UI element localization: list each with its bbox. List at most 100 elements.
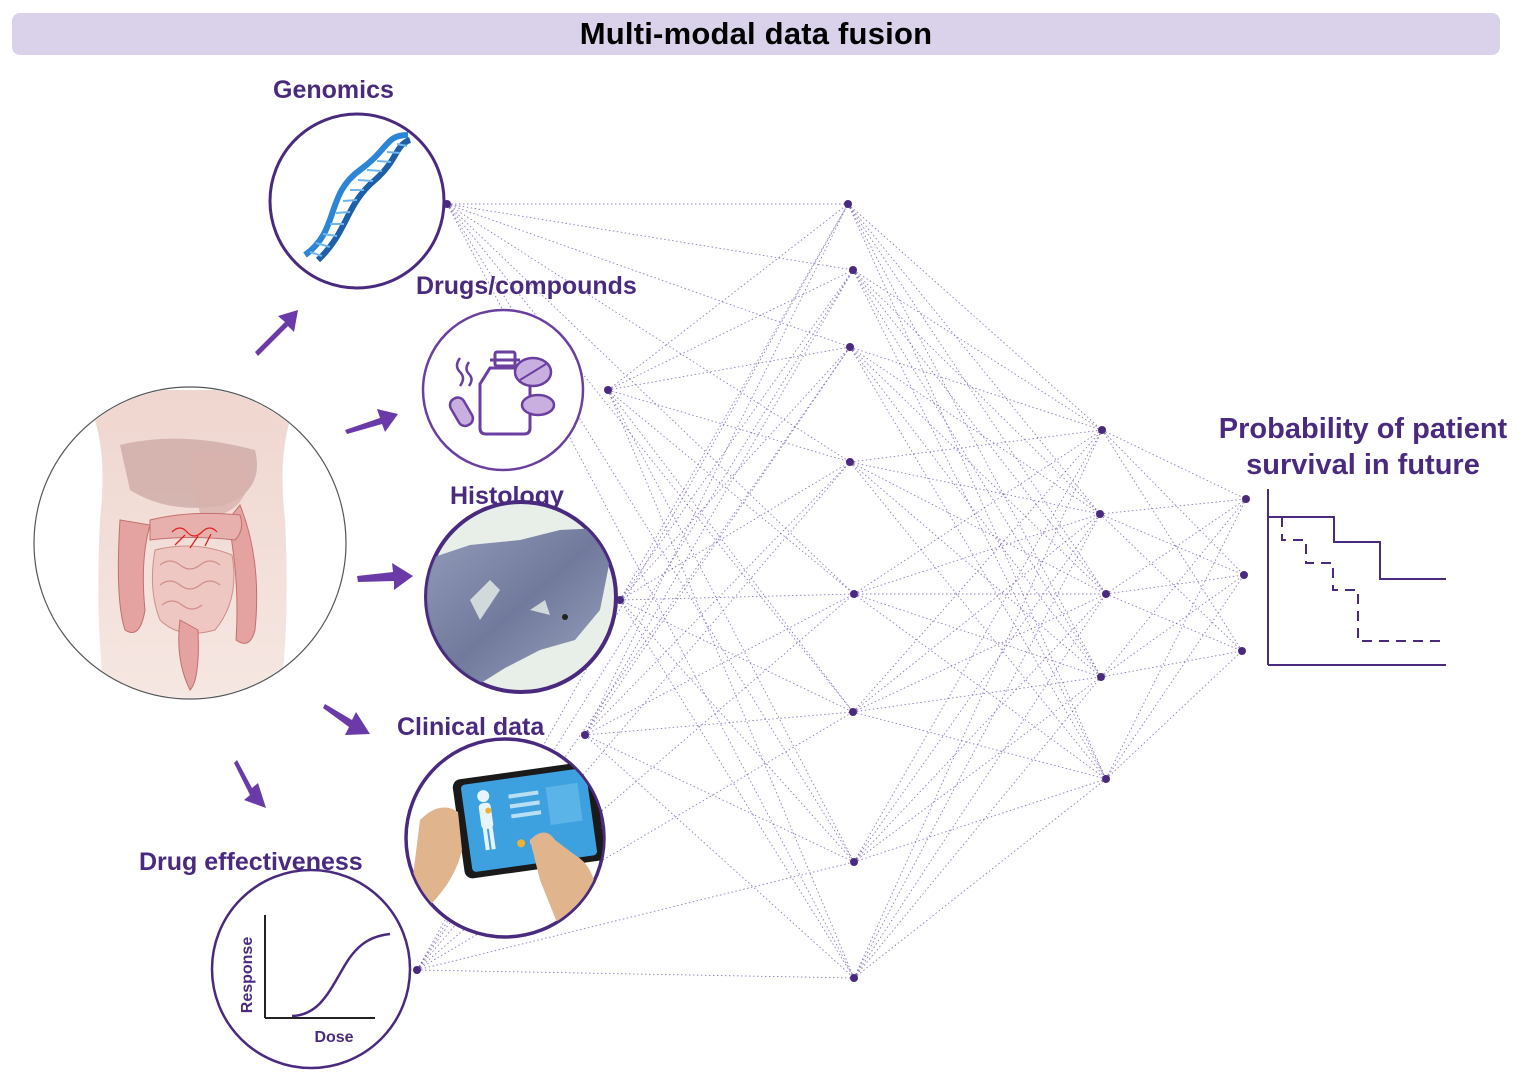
- network-edge: [1105, 574, 1245, 595]
- network-edge: [852, 269, 1103, 431]
- network-edge: [1100, 650, 1243, 678]
- network-edge: [1101, 429, 1247, 500]
- network-edge: [584, 461, 851, 736]
- network-edge: [1101, 429, 1245, 576]
- hidden-neuron: [1102, 775, 1110, 783]
- histology-node: [424, 500, 618, 694]
- network-edge: [852, 513, 1101, 713]
- hidden-neuron: [1097, 673, 1105, 681]
- network-edge: [416, 461, 851, 971]
- title-banner: Multi-modal data fusion: [12, 13, 1500, 55]
- hidden-neuron: [850, 974, 858, 982]
- input-neuron: [616, 596, 624, 604]
- network-nodes: [413, 200, 1250, 982]
- hidden-neuron: [850, 858, 858, 866]
- clinical-data-label: Clinical data: [397, 713, 545, 741]
- network-edge: [619, 269, 854, 601]
- network-edge: [853, 676, 1102, 863]
- network-edge: [1105, 498, 1247, 595]
- network-edge: [853, 593, 1107, 780]
- arrow-to-drugs: [345, 409, 398, 434]
- dose-response-chart: Response Dose: [239, 915, 391, 1046]
- network-edge: [1099, 498, 1247, 515]
- network-edge: [849, 346, 1107, 780]
- network-edge: [416, 346, 851, 971]
- network-edge: [849, 346, 1102, 678]
- network-edge: [1099, 513, 1243, 652]
- drugs-label: Drugs/compounds: [416, 272, 637, 300]
- hidden-neuron: [846, 343, 854, 351]
- network-edge: [852, 269, 1102, 678]
- output-neuron: [1238, 647, 1246, 655]
- pill-icon: [448, 356, 556, 428]
- network-edge: [853, 429, 1103, 595]
- network-edge: [847, 203, 1107, 780]
- network-edge: [852, 676, 1102, 713]
- tissue-sample-icon: [427, 528, 610, 690]
- network-edge: [446, 203, 855, 979]
- network-edge: [619, 461, 851, 601]
- network-edge: [853, 778, 1107, 979]
- network-edge: [619, 346, 851, 601]
- input-neuron: [413, 966, 421, 974]
- network-edge: [416, 203, 849, 971]
- pill-bottle-icon: [478, 350, 532, 436]
- network-edge: [619, 599, 855, 863]
- network-edge: [849, 429, 1103, 463]
- arrow-to-clinical: [323, 704, 370, 735]
- output-neuron: [1242, 495, 1250, 503]
- network-edge: [446, 203, 854, 713]
- hidden-neuron: [849, 266, 857, 274]
- dose-axis-label: Dose: [314, 1029, 353, 1046]
- network-edge: [619, 599, 854, 713]
- network-edge: [849, 346, 1107, 595]
- network-edge: [852, 269, 1107, 595]
- network-edge: [584, 734, 855, 863]
- clinical-node: [404, 737, 606, 939]
- network-edge: [849, 461, 1107, 595]
- network-edge: [446, 203, 854, 271]
- hidden-neuron: [844, 200, 852, 208]
- output-neuron: [1240, 571, 1248, 579]
- network-edge: [619, 593, 855, 601]
- genomics-label: Genomics: [273, 76, 394, 104]
- survival-curve-solid: [1268, 516, 1446, 580]
- network-edge: [853, 429, 1103, 863]
- network-edge: [619, 599, 855, 979]
- network-edge: [446, 203, 851, 348]
- output-label-line1: Probability of patient: [1218, 413, 1508, 445]
- input-neuron: [604, 386, 612, 394]
- network-edge: [847, 203, 1101, 515]
- network-edge: [1105, 574, 1245, 780]
- drugs-node: [421, 308, 585, 472]
- network-edge: [584, 711, 854, 736]
- network-edge: [1099, 513, 1245, 576]
- network-edge: [584, 203, 849, 736]
- network-edge: [584, 734, 855, 979]
- hidden-neuron: [850, 590, 858, 598]
- network-edge: [416, 969, 855, 979]
- network-edge: [1100, 574, 1245, 678]
- arrow-to-genomics: [255, 310, 298, 356]
- input-arrows: [234, 310, 413, 808]
- network-edge: [607, 389, 854, 713]
- network-edge: [852, 593, 1107, 713]
- network-edge: [847, 203, 1103, 431]
- network-edge: [849, 346, 1101, 515]
- input-neuron: [581, 731, 589, 739]
- hidden-neuron: [1098, 426, 1106, 434]
- abdomen-illustration: [33, 386, 347, 700]
- network-edge: [849, 461, 1102, 678]
- network-edge: [853, 676, 1102, 979]
- network-edge: [619, 203, 849, 601]
- network-edge: [853, 593, 1102, 678]
- network-edge: [849, 461, 1101, 515]
- output-label-line2: survival in future: [1246, 449, 1480, 481]
- hidden-neuron: [846, 458, 854, 466]
- network-edge: [853, 593, 1107, 863]
- network-edge: [607, 203, 849, 391]
- network-edge: [849, 461, 1107, 780]
- output-label: Probability of patient survival in futur…: [1198, 411, 1528, 483]
- network-edge: [584, 269, 854, 736]
